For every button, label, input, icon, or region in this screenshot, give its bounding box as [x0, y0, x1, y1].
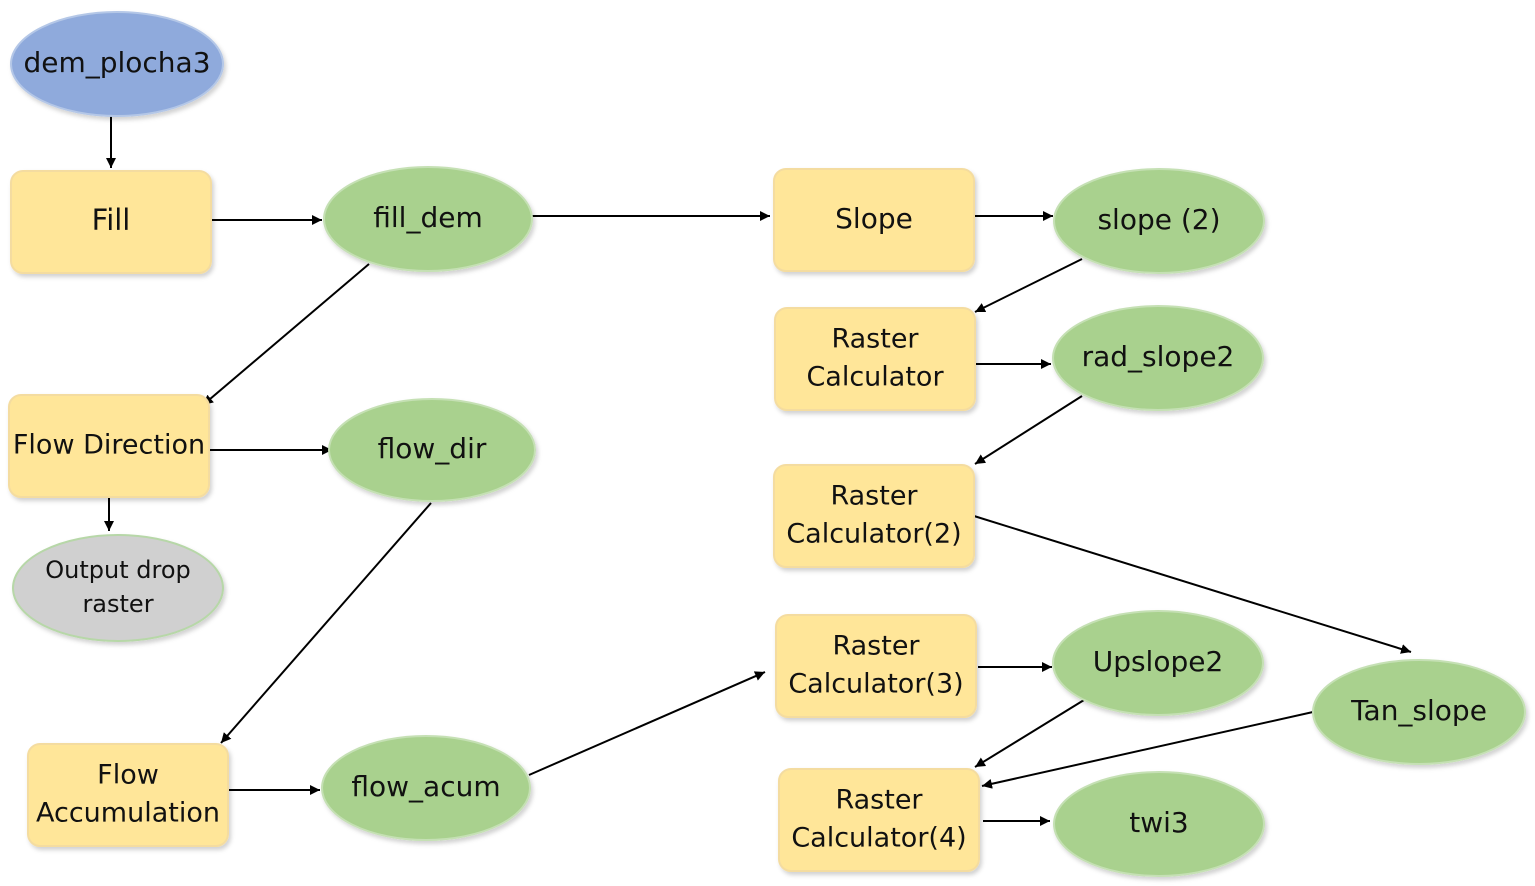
- tan-slope-label: Tan_slope: [1350, 694, 1487, 727]
- raster-calculator-label-line-1: Raster: [831, 323, 919, 354]
- node-flow-acum[interactable]: flow_acum: [321, 735, 531, 841]
- edges: [104, 116, 1412, 826]
- node-rad-slope2[interactable]: rad_slope2: [1052, 305, 1264, 411]
- edge-slope-2-to-raster-calculator: [974, 258, 1083, 313]
- flow-direction-label: Flow Direction: [13, 430, 205, 461]
- raster-calculator-box: [774, 307, 976, 411]
- dem-plocha3-ellipse: [10, 11, 224, 117]
- tan-slope-ellipse: [1312, 659, 1526, 765]
- slope-tool-label: Slope: [835, 202, 913, 235]
- fill-label: Fill: [92, 203, 131, 237]
- edge-flow-dir-to-flow-accumulation: [220, 502, 432, 744]
- edge-rad-slope2-to-raster-calculator-2: [974, 395, 1083, 465]
- node-fill[interactable]: Fill: [10, 170, 212, 274]
- output-drop-raster-ellipse: [12, 534, 224, 642]
- slope-tool-box: [773, 168, 975, 272]
- upslope2-label: Upslope2: [1093, 645, 1224, 678]
- raster-calculator-2-label-line-1: Raster: [830, 480, 918, 511]
- flow-acum-label: flow_acum: [351, 770, 500, 803]
- node-flow-direction[interactable]: Flow Direction: [8, 394, 210, 498]
- twi3-ellipse: [1053, 771, 1265, 877]
- flow-dir-label: flow_dir: [378, 432, 487, 465]
- flow-acum-ellipse: [321, 735, 531, 841]
- fill-dem-ellipse: [323, 166, 533, 272]
- fill-box: [10, 170, 212, 274]
- edge-flow-acum-to-raster-calculator-3: [528, 671, 766, 776]
- raster-calculator-2-label-line-2: Calculator(2): [786, 519, 961, 550]
- node-tan-slope[interactable]: Tan_slope: [1312, 659, 1526, 765]
- raster-calculator-3-label-line-1: Raster: [832, 630, 920, 661]
- flow-dir-ellipse: [328, 398, 536, 502]
- flow-accumulation-label-line-1: Flow: [97, 759, 159, 790]
- node-slope-2[interactable]: slope (2): [1053, 168, 1265, 274]
- node-twi3[interactable]: twi3: [1053, 771, 1265, 877]
- dem-plocha3-label: dem_plocha3: [23, 46, 210, 79]
- edge-fill-dem-to-flow-direction: [202, 263, 370, 406]
- node-dem-plocha3[interactable]: dem_plocha3: [10, 11, 224, 117]
- upslope2-ellipse: [1052, 610, 1264, 716]
- raster-calculator-3-label-line-2: Calculator(3): [788, 669, 963, 700]
- raster-calculator-4-box: [778, 768, 980, 872]
- raster-calculator-label-line-2: Calculator: [806, 362, 944, 393]
- fill-dem-label: fill_dem: [373, 201, 482, 234]
- node-upslope2[interactable]: Upslope2: [1052, 610, 1264, 716]
- raster-calculator-3-box: [775, 614, 977, 718]
- edge-raster-calculator-2-to-tan-slope: [973, 515, 1412, 654]
- flow-direction-box: [8, 394, 210, 498]
- rad-slope2-ellipse: [1052, 305, 1264, 411]
- output-drop-raster-label-line-2: raster: [82, 590, 153, 618]
- node-slope-tool[interactable]: Slope: [773, 168, 975, 272]
- twi3-label: twi3: [1129, 806, 1188, 839]
- slope-2-ellipse: [1053, 168, 1265, 274]
- output-drop-raster-label-line-1: Output drop: [45, 556, 191, 584]
- edge-upslope2-to-raster-calculator-4: [974, 699, 1085, 768]
- node-output-drop-raster[interactable]: Output drop raster: [12, 534, 224, 642]
- raster-calculator-4-label-line-1: Raster: [835, 784, 923, 815]
- slope-2-label: slope (2): [1097, 203, 1220, 236]
- rad-slope2-label: rad_slope2: [1082, 340, 1235, 373]
- raster-calculator-2-box: [773, 464, 975, 568]
- flow-accumulation-label-line-2: Accumulation: [36, 798, 220, 829]
- node-flow-dir[interactable]: flow_dir: [328, 398, 536, 502]
- flow-accumulation-box: [27, 743, 229, 847]
- raster-calculator-4-label-line-2: Calculator(4): [791, 823, 966, 854]
- node-fill-dem[interactable]: fill_dem: [323, 166, 533, 272]
- edge-tan-slope-to-raster-calculator-4: [981, 711, 1314, 789]
